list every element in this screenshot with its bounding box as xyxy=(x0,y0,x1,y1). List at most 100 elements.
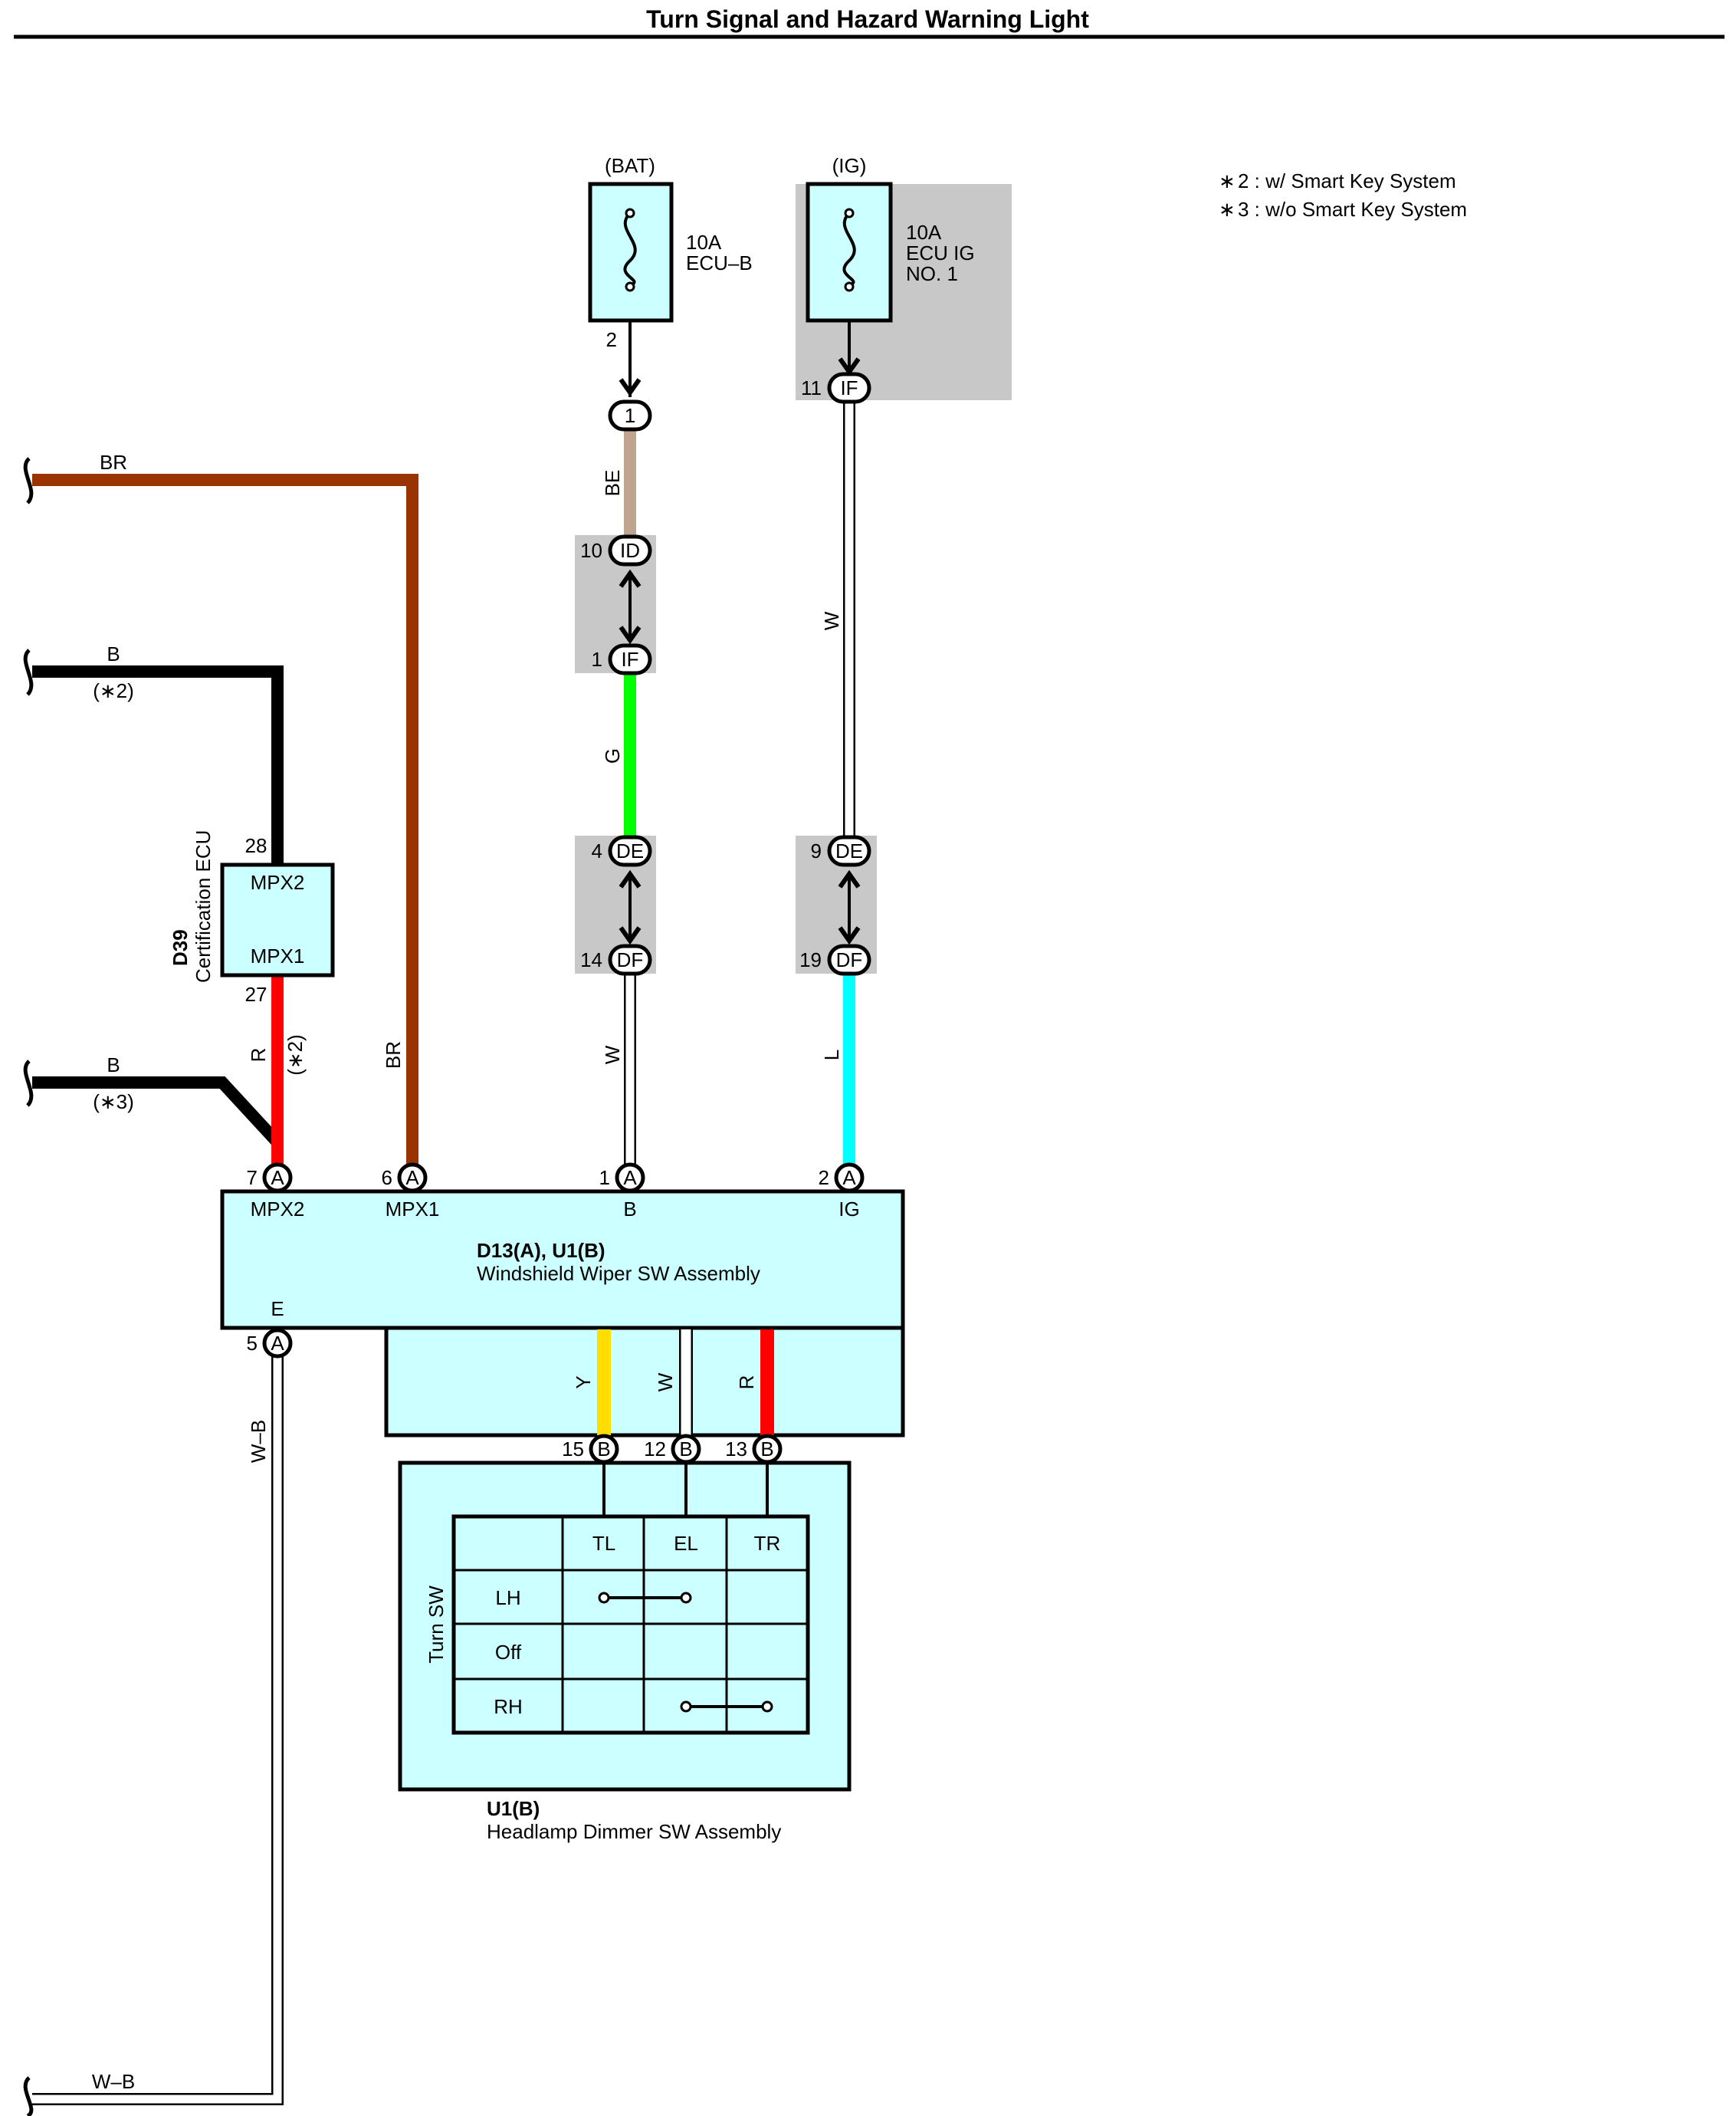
svg-text:A: A xyxy=(623,1166,637,1189)
diagram-title: Turn Signal and Hazard Warning Light xyxy=(646,5,1089,33)
turn-sw-col-tr: TR xyxy=(754,1532,781,1555)
svg-text:B: B xyxy=(679,1438,692,1460)
arrow-icon xyxy=(838,926,861,945)
fuse-ecu-b-pin: 2 xyxy=(606,328,617,351)
ecu-name: Certification ECU xyxy=(192,830,215,983)
svg-text:1: 1 xyxy=(592,648,602,671)
turn-sw-col-tl: TL xyxy=(592,1532,615,1555)
wiper-pin-a5-ground: E A 5 xyxy=(247,1297,293,1359)
wiper-sw-assembly-box xyxy=(220,1189,905,1330)
wiper-pin-b13: B 13 xyxy=(725,1434,783,1464)
wire-b-mid-label: B xyxy=(107,1053,120,1076)
ecu-pin-top: 28 xyxy=(245,834,267,857)
wiper-pin-b15: B 15 xyxy=(562,1434,619,1464)
svg-text:A: A xyxy=(405,1166,419,1189)
wire-w-ig-label: W xyxy=(820,611,843,630)
svg-text:MPX2: MPX2 xyxy=(251,1198,305,1221)
connector-df-1: DF 14 xyxy=(580,944,652,976)
fuse-ecu-b xyxy=(588,182,674,323)
connector-id: ID 10 xyxy=(580,534,652,567)
wire-w-b-label: W xyxy=(601,1045,624,1064)
wire-r-label: R xyxy=(247,1048,270,1063)
wire-br-vert-label: BR xyxy=(382,1041,405,1069)
fuse-ecu-ig-name-1: ECU IG xyxy=(906,242,975,264)
connector-de-1: DE 4 xyxy=(592,835,652,867)
connector-1: 1 xyxy=(608,399,652,432)
connector-if-ig: IF 11 xyxy=(801,372,871,404)
wire-break-symbols xyxy=(23,457,34,2116)
wiper-code: D13(A), U1(B) xyxy=(477,1239,605,1262)
wire-w-b-ground xyxy=(32,1351,284,2105)
wiper-name: Windshield Wiper SW Assembly xyxy=(477,1262,760,1285)
note-3: 3 : w/o Smart Key System xyxy=(1238,198,1467,221)
certification-ecu-box xyxy=(220,863,335,978)
wire-r-mid-label: R xyxy=(735,1375,758,1390)
svg-text:DF: DF xyxy=(836,948,863,971)
ecu-code: D39 xyxy=(169,929,192,966)
svg-text:11: 11 xyxy=(801,376,822,399)
svg-text:MPX1: MPX1 xyxy=(386,1198,440,1221)
fuse-ecu-ig-no1 xyxy=(806,182,893,323)
wire-wb-bottom-label: W–B xyxy=(92,2070,135,2093)
wire-br-top-label: BR xyxy=(100,451,127,474)
svg-text:10: 10 xyxy=(580,539,602,562)
svg-text:DE: DE xyxy=(835,840,863,863)
wire-be-label: BE xyxy=(601,470,624,497)
wire-b-mid-note: (∗3) xyxy=(93,1090,134,1113)
svg-text:12: 12 xyxy=(644,1438,666,1460)
wire-g-label: G xyxy=(601,748,624,764)
turn-sw-side-label: Turn SW xyxy=(425,1585,448,1664)
svg-text:4: 4 xyxy=(592,840,602,863)
connector-de-2: DE 9 xyxy=(811,835,871,867)
continuity-lh xyxy=(598,1592,692,1604)
svg-text:A: A xyxy=(271,1166,284,1189)
ecu-term-bottom: MPX1 xyxy=(251,945,305,968)
fuse-ecu-b-rating: 10A xyxy=(686,231,722,254)
wire-y-label: Y xyxy=(572,1375,595,1388)
svg-text:E: E xyxy=(271,1297,284,1320)
wire-br xyxy=(32,474,418,1169)
turn-sw-table xyxy=(451,1514,810,1735)
note-2: 2 : w/ Smart Key System xyxy=(1238,169,1456,192)
turn-sw-row-lh: LH xyxy=(495,1586,520,1609)
wire-b-top-label: B xyxy=(107,642,120,665)
ig-source-label: (IG) xyxy=(832,154,867,177)
wiper-pin-a7: A 7 MPX2 xyxy=(247,1162,305,1221)
svg-text:6: 6 xyxy=(382,1166,392,1189)
wiper-pin-a1: A 1 B xyxy=(599,1162,645,1221)
svg-text:∗: ∗ xyxy=(1219,198,1236,221)
svg-text:13: 13 xyxy=(725,1438,747,1460)
svg-text:14: 14 xyxy=(580,948,602,971)
wire-b-3 xyxy=(32,1076,284,1169)
fuse-ecu-b-symbol xyxy=(623,212,637,287)
wire-r-note: (∗2) xyxy=(284,1034,307,1076)
turn-sw-col-el: EL xyxy=(674,1532,698,1555)
wiper-pin-b12: B 12 xyxy=(644,1434,701,1464)
wire-b-top-note: (∗2) xyxy=(93,679,134,702)
continuity-rh xyxy=(680,1700,773,1713)
wire-l-label: L xyxy=(820,1050,843,1060)
bat-source-label: (BAT) xyxy=(605,154,655,177)
svg-text:∗: ∗ xyxy=(1219,169,1236,192)
svg-text:15: 15 xyxy=(562,1438,584,1460)
svg-text:B: B xyxy=(597,1438,610,1460)
svg-text:DF: DF xyxy=(617,948,644,971)
fuse-ecu-ig-symbol xyxy=(842,212,856,287)
svg-text:5: 5 xyxy=(247,1332,258,1355)
wiper-sw-lower-box xyxy=(384,1326,905,1438)
svg-text:A: A xyxy=(842,1166,856,1189)
dimmer-name: Headlamp Dimmer SW Assembly xyxy=(487,1820,781,1843)
svg-text:19: 19 xyxy=(799,948,822,971)
ecu-term-top: MPX2 xyxy=(251,871,305,894)
svg-text:A: A xyxy=(271,1332,284,1355)
svg-text:7: 7 xyxy=(247,1166,258,1189)
svg-text:DE: DE xyxy=(616,840,644,863)
turn-sw-row-off: Off xyxy=(495,1641,522,1664)
svg-text:9: 9 xyxy=(811,840,822,863)
svg-text:1: 1 xyxy=(625,404,635,427)
arrow-icon xyxy=(619,926,642,945)
dimmer-code: U1(B) xyxy=(487,1797,540,1820)
turn-sw-row-rh: RH xyxy=(494,1695,523,1718)
connector-if-1: IF 1 xyxy=(592,643,652,675)
